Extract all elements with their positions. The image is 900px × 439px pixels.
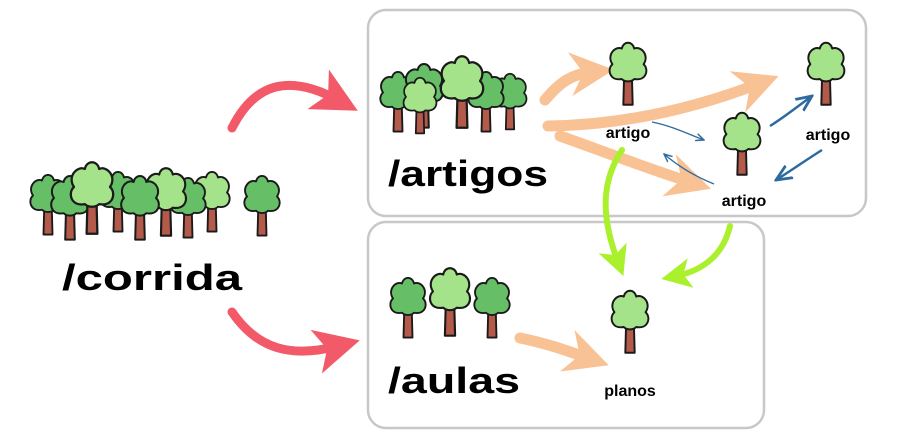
edge-artigos-artigo-c xyxy=(542,71,779,132)
artigo-c-label: artigo xyxy=(806,127,851,144)
edge-artigos-artigo-b xyxy=(554,130,711,197)
edge-artigo-b-c xyxy=(769,96,812,128)
artigos-node-label: /artigos xyxy=(388,153,548,194)
artigo-b-label: artigo xyxy=(722,193,767,210)
artigo-a-label: artigo xyxy=(606,125,651,142)
root-forest-icon xyxy=(29,161,281,241)
edge-artigos-artigo-a xyxy=(539,52,614,106)
edge-artigo-c-b xyxy=(776,148,823,180)
edge-aulas-planos xyxy=(514,329,609,372)
edge-root-artigos xyxy=(227,69,358,133)
edge-artigo-a-planos xyxy=(598,147,627,277)
aulas-node-label: /aulas xyxy=(388,360,520,401)
edge-root-aulas xyxy=(227,307,360,374)
planos-label: planos xyxy=(604,383,656,400)
edge-artigo-b-a xyxy=(664,154,715,185)
aulas-forest-icon xyxy=(389,267,511,339)
edge-artigo-a-b xyxy=(651,121,704,140)
edge-artigo-b-planos xyxy=(661,223,733,288)
root-node-label: /corrida xyxy=(62,257,243,298)
